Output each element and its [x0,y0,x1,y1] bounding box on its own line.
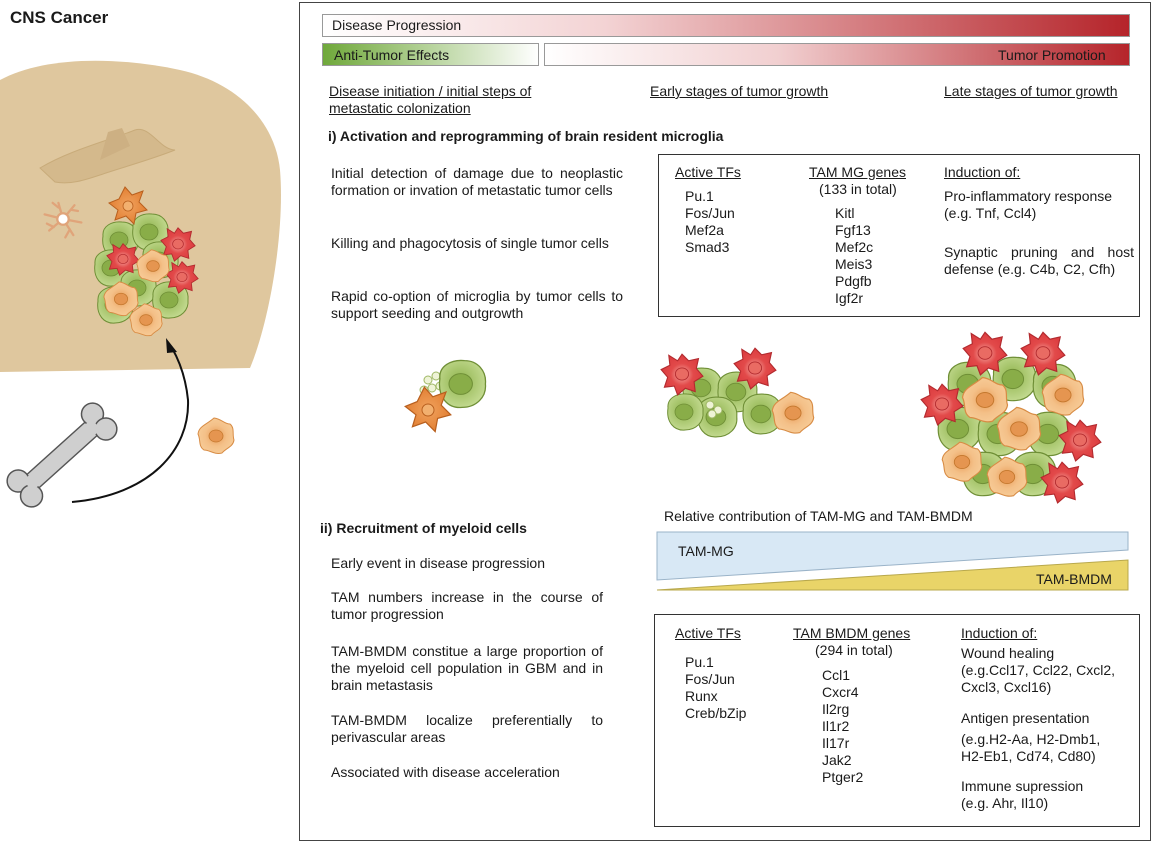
section2-point-1: Early event in disease progression [331,555,546,571]
section2-point-4: TAM-BMDM localize preferentially to peri… [331,712,603,745]
contribution-title: Relative contribution of TAM-MG and TAM-… [664,508,973,524]
section2-gene-4: Il1r2 [822,718,850,734]
tam-bmdm-label: TAM-BMDM [1036,571,1112,587]
tumor-promotion-bar [544,43,1130,66]
section1-tf-2: Fos/Jun [685,205,735,221]
section2-wound-header: Wound healing [961,645,1055,661]
section1-tf-4: Smad3 [685,239,730,255]
tumor-cluster-icon [660,347,815,438]
brain-illustration [0,60,281,508]
section2-tf-2: Fos/Jun [685,671,735,687]
section2-gene-3: Il2rg [822,701,850,717]
section1-tf-3: Mef2a [685,222,724,238]
section2-gene-5: Il17r [822,735,850,751]
section2-gene-6: Jak2 [822,752,852,768]
arrow-icon [71,338,190,503]
section1-tfs-header: Active TFs [675,164,741,180]
section2-tf-4: Creb/bZip [685,705,747,721]
macrophage-cell-icon [197,417,235,454]
tumor-cluster-icon [404,359,487,433]
section2-immune-header: Immune supression [961,778,1084,794]
section2-genes-header: TAM BMDM genes [793,625,911,641]
section2-tf-3: Runx [685,688,718,704]
bone-icon [6,402,118,508]
figure-title: CNS Cancer [10,8,109,27]
tam-mg-label: TAM-MG [678,543,734,559]
tumor-cluster-icon [920,331,1102,504]
section1-induction-header: Induction of: [944,164,1021,180]
section1-info-box [658,154,1140,317]
main-panel [299,2,1151,841]
section1-gene-5: Pdgfb [835,273,872,289]
section2-immune-text: (e.g. Ahr, Il10) [961,795,1049,811]
section2-gene-2: Cxcr4 [822,684,859,700]
section1-gene-3: Mef2c [835,239,874,255]
section1-induction-2: Synaptic pruning and host defense (e.g. … [944,244,1134,277]
section2-genes-count: (294 in total) [815,642,893,658]
anti-tumor-bar [322,43,539,66]
anti-tumor-label: Anti-Tumor Effects [334,47,450,63]
section1-induction-1: Pro-inflammatory response (e.g. Tnf, Ccl… [944,188,1113,221]
section2-point-5: Associated with disease acceleration [331,764,560,780]
section2-info-box [654,614,1140,827]
section1-gene-1: Kitl [835,205,855,221]
section2-heading: ii) Recruitment of myeloid cells [320,520,527,536]
progression-bar [322,14,1130,37]
section2-point-3: TAM-BMDM constitue a large proportion of… [331,643,603,693]
section2-antigen-header: Antigen presentation [961,710,1090,726]
section1-genes-count: (133 in total) [819,181,897,197]
section2-tfs-header: Active TFs [675,625,741,641]
section2-induction-header: Induction of: [961,625,1038,641]
section2-antigen-text: (e.g.H2-Aa, H2-Dmb1, H2-Eb1, Cd74, Cd80) [961,731,1101,764]
section1-tf-1: Pu.1 [685,188,714,204]
section1-gene-4: Meis3 [835,256,873,272]
section2-gene-1: Ccl1 [822,667,851,683]
stage-initiation-line1: Disease initiation / initial steps of [329,83,532,99]
section1-gene-2: Fgf13 [835,222,871,238]
section2-point-2: TAM numbers increase in the course of tu… [331,589,603,622]
stage-early: Early stages of tumor growth [650,83,829,99]
tumor-stages-illustration [404,331,1102,504]
section1-heading: i) Activation and reprogramming of brain… [328,128,724,144]
section1-genes-header: TAM MG genes [809,164,906,180]
section2-gene-7: Ptger2 [822,769,864,785]
section2-wound-text: (e.g.Ccl17, Ccl22, Cxcl2, Cxcl3, Cxcl16) [961,662,1116,695]
section1-point-2: Killing and phagocytosis of single tumor… [331,235,609,251]
progression-label: Disease Progression [332,17,462,33]
tam-bmdm-wedge [656,559,1129,591]
section1-point-1: Initial detection of damage due to neopl… [331,165,623,198]
tam-mg-wedge [656,531,1129,581]
section1-point-3: Rapid co-option of microglia by tumor ce… [331,288,623,321]
section1-gene-6: Igf2r [835,290,864,306]
stage-initiation-line2: metastatic colonization [329,100,471,116]
section2-tf-1: Pu.1 [685,654,714,670]
contribution-wedges [656,531,1129,591]
stage-late: Late stages of tumor growth [944,83,1118,99]
tumor-promotion-label: Tumor Promotion [998,47,1106,63]
